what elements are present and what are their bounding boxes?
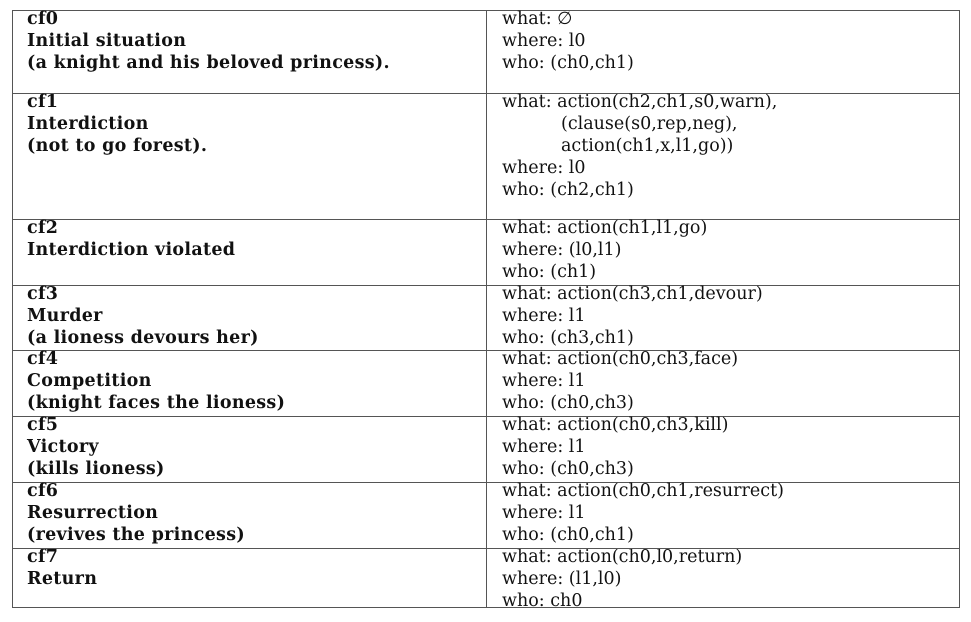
function-title: Interdiction violated — [27, 240, 236, 260]
what-value: what: action(ch3,ch1,devour) — [502, 284, 763, 304]
where-value: where: l1 — [502, 503, 586, 523]
function-title: Murder — [27, 306, 103, 326]
function-title: Initial situation — [27, 31, 187, 51]
table-row: cf3 Murder (a lioness devours her) what:… — [13, 283, 959, 350]
where-value: where: (l0,l1) — [502, 240, 622, 260]
table-row: cf4 Competition (knight faces the liones… — [13, 348, 959, 416]
who-value: who: (ch3,ch1) — [502, 328, 634, 348]
function-cell: cf0 Initial situation (a knight and his … — [27, 8, 482, 74]
function-cell: cf1 Interdiction (not to go forest). — [27, 91, 482, 157]
function-subtitle: (knight faces the lioness) — [27, 393, 286, 413]
table-row: cf2 Interdiction violated what: action(c… — [13, 217, 959, 285]
column-divider — [486, 549, 487, 607]
where-value: where: (l1,l0) — [502, 569, 622, 589]
column-divider — [486, 220, 487, 285]
what-value: what: action(ch0,ch1,resurrect) — [502, 481, 784, 501]
function-id: cf7 — [27, 548, 59, 567]
attributes-cell: what: ∅ where: l0 who: (ch0,ch1) — [502, 8, 952, 74]
where-value: where: l1 — [502, 437, 586, 457]
who-value: who: ch0 — [502, 591, 583, 607]
what-value: what: action(ch0,ch3,face) — [502, 349, 739, 369]
table-row: cf6 Resurrection (revives the princess) … — [13, 480, 959, 548]
function-subtitle: (a lioness devours her) — [27, 328, 259, 348]
function-id: cf6 — [27, 481, 59, 501]
column-divider — [486, 94, 487, 219]
attributes-cell: what: action(ch1,l1,go) where: (l0,l1) w… — [502, 217, 952, 283]
who-value: who: (ch2,ch1) — [502, 180, 634, 200]
what-value: what: action(ch1,l1,go) — [502, 218, 708, 238]
function-subtitle: (revives the princess) — [27, 525, 245, 545]
where-value: where: l1 — [502, 306, 586, 326]
function-title: Victory — [27, 437, 99, 457]
what-continuation: (clause(s0,rep,neg), — [561, 114, 738, 134]
attributes-cell: what: action(ch0,l0,return) where: (l1,l… — [502, 548, 952, 607]
column-divider — [486, 286, 487, 350]
what-continuation: action(ch1,x,l1,go)) — [561, 136, 734, 156]
function-id: cf2 — [27, 218, 59, 238]
function-id: cf5 — [27, 415, 59, 435]
function-cell: cf3 Murder (a lioness devours her) — [27, 283, 482, 349]
attributes-cell: what: action(ch0,ch1,resurrect) where: l… — [502, 480, 952, 546]
function-subtitle: (kills lioness) — [27, 459, 165, 479]
what-value: what: action(ch0,l0,return) — [502, 548, 743, 567]
function-cell: cf7 Return — [27, 548, 482, 590]
function-id: cf3 — [27, 284, 59, 304]
function-cell: cf4 Competition (knight faces the liones… — [27, 348, 482, 414]
where-value: where: l0 — [502, 158, 586, 178]
what-value: what: action(ch2,ch1,s0,warn), — [502, 92, 778, 112]
attributes-cell: what: action(ch2,ch1,s0,warn), (clause(s… — [502, 91, 952, 201]
function-subtitle: (a knight and his beloved princess). — [27, 53, 390, 73]
column-divider — [486, 417, 487, 482]
column-divider — [486, 483, 487, 548]
function-id: cf1 — [27, 92, 59, 112]
table-row: cf1 Interdiction (not to go forest). wha… — [13, 91, 959, 219]
function-subtitle: (not to go forest). — [27, 136, 208, 156]
column-divider — [486, 11, 487, 93]
function-title: Competition — [27, 371, 152, 391]
who-value: who: (ch1) — [502, 262, 597, 282]
function-id: cf0 — [27, 9, 59, 29]
where-value: where: l0 — [502, 31, 586, 51]
table-row: cf0 Initial situation (a knight and his … — [13, 8, 959, 93]
who-value: who: (ch0,ch1) — [502, 53, 634, 73]
column-divider — [486, 351, 487, 416]
table-row: cf5 Victory (kills lioness) what: action… — [13, 414, 959, 482]
function-cell: cf6 Resurrection (revives the princess) — [27, 480, 482, 546]
table-row: cf7 Return what: action(ch0,l0,return) w… — [13, 548, 959, 607]
function-cell: cf2 Interdiction violated — [27, 217, 482, 261]
function-title: Interdiction — [27, 114, 149, 134]
what-value: what: ∅ — [502, 9, 573, 29]
where-value: where: l1 — [502, 371, 586, 391]
function-id: cf4 — [27, 349, 59, 369]
function-title: Resurrection — [27, 503, 159, 523]
narrative-functions-table: cf0 Initial situation (a knight and his … — [12, 8, 960, 608]
attributes-cell: what: action(ch0,ch3,face) where: l1 who… — [502, 348, 952, 414]
what-value: what: action(ch0,ch3,kill) — [502, 415, 729, 435]
who-value: who: (ch0,ch3) — [502, 459, 634, 479]
function-cell: cf5 Victory (kills lioness) — [27, 414, 482, 480]
attributes-cell: what: action(ch0,ch3,kill) where: l1 who… — [502, 414, 952, 480]
attributes-cell: what: action(ch3,ch1,devour) where: l1 w… — [502, 283, 952, 349]
who-value: who: (ch0,ch3) — [502, 393, 634, 413]
who-value: who: (ch0,ch1) — [502, 525, 634, 545]
function-title: Return — [27, 569, 98, 589]
